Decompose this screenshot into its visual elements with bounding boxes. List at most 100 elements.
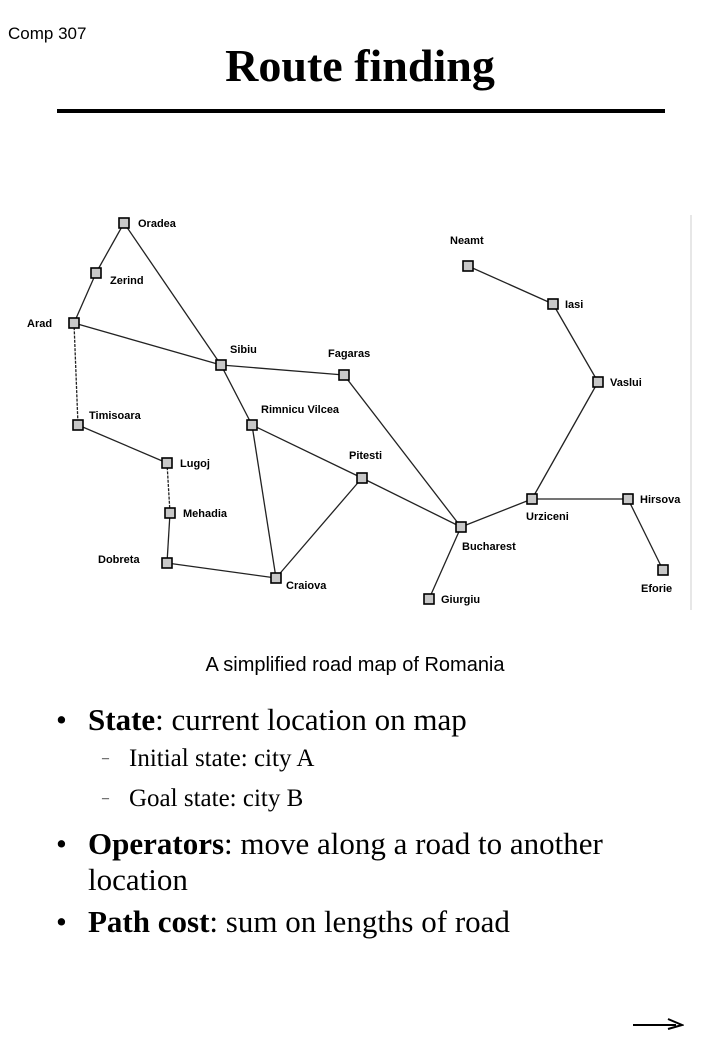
- road-iasi-neamt: [467, 265, 554, 305]
- road-dobreta-craiova: [166, 562, 277, 579]
- city-label-oradea: Oradea: [138, 218, 177, 230]
- road-rimnicu-pitesti: [251, 424, 363, 479]
- city-lugoj: Lugoj: [161, 457, 210, 470]
- road-arad-timisoara: [73, 322, 79, 426]
- city-label-iasi: Iasi: [565, 299, 583, 311]
- sub-bullet-text: Initial state: city A: [129, 745, 315, 772]
- city-fagaras: Fagaras: [328, 348, 370, 381]
- city-label-urziceni: Urziceni: [526, 511, 569, 523]
- city-vaslui: Vaslui: [592, 376, 642, 389]
- road-bucharest-urziceni: [460, 498, 533, 528]
- city-eforie: Eforie: [641, 564, 672, 595]
- sub-bullet-dash: –: [102, 751, 109, 766]
- bullet-list: • State: current location on map – Initi…: [56, 702, 696, 946]
- city-node-zerind: [90, 267, 102, 279]
- cities-layer: OradeaZerindAradTimisoaraLugojMehadiaDob…: [27, 217, 681, 606]
- city-mehadia: Mehadia: [164, 507, 228, 520]
- course-code: Comp 307: [8, 24, 87, 43]
- city-node-mehadia: [164, 507, 176, 519]
- sub-bullet-dash: –: [102, 791, 109, 806]
- city-node-fagaras: [338, 369, 350, 381]
- city-arad: Arad: [27, 317, 80, 330]
- road-arad-sibiu: [73, 322, 222, 366]
- roads-layer: [73, 222, 664, 600]
- city-label-mehadia: Mehadia: [183, 508, 228, 520]
- city-zerind: Zerind: [90, 267, 144, 287]
- road-bucharest-giurgiu: [428, 526, 462, 600]
- road-lugoj-mehadia: [166, 462, 171, 514]
- road-hirsova-eforie: [627, 498, 664, 571]
- city-sibiu: Sibiu: [215, 344, 257, 371]
- city-node-giurgiu: [423, 593, 435, 605]
- city-node-rimnicu: [246, 419, 258, 431]
- bullet-operators: • Operators: move along a road to anothe…: [56, 826, 696, 898]
- next-slide-arrow-icon[interactable]: [632, 1016, 684, 1032]
- road-sibiu-rimnicu: [220, 364, 253, 426]
- romania-road-map: OradeaZerindAradTimisoaraLugojMehadiaDob…: [27, 215, 692, 610]
- city-node-neamt: [462, 260, 474, 272]
- city-label-sibiu: Sibiu: [230, 344, 257, 356]
- city-oradea: Oradea: [118, 217, 177, 230]
- sub-bullet-goal: – Goal state: city B: [56, 784, 696, 814]
- city-pitesti: Pitesti: [349, 450, 382, 484]
- city-node-bucharest: [455, 521, 467, 533]
- title-underline: [57, 109, 665, 113]
- road-sibiu-fagaras: [220, 364, 345, 376]
- city-label-rimnicu: Rimnicu Vilcea: [261, 404, 340, 416]
- city-label-lugoj: Lugoj: [180, 458, 210, 470]
- road-vaslui-iasi: [552, 303, 599, 383]
- city-neamt: Neamt: [450, 235, 484, 272]
- city-node-timisoara: [72, 419, 84, 431]
- road-zerind-arad: [73, 272, 97, 324]
- city-iasi: Iasi: [547, 298, 583, 311]
- city-node-oradea: [118, 217, 130, 229]
- bullet-dot: •: [56, 904, 67, 939]
- city-rimnicu: Rimnicu Vilcea: [246, 404, 340, 431]
- city-node-arad: [68, 317, 80, 329]
- city-label-hirsova: Hirsova: [640, 494, 681, 506]
- city-label-bucharest: Bucharest: [462, 541, 516, 553]
- sub-bullet-initial: – Initial state: city A: [56, 744, 696, 774]
- city-label-giurgiu: Giurgiu: [441, 594, 480, 606]
- city-node-craiova: [270, 572, 282, 584]
- city-label-zerind: Zerind: [110, 275, 144, 287]
- city-dobreta: Dobreta: [98, 554, 173, 569]
- city-label-eforie: Eforie: [641, 583, 672, 595]
- city-timisoara: Timisoara: [72, 410, 142, 431]
- sub-bullet-text: Goal state: city B: [129, 785, 304, 812]
- city-node-sibiu: [215, 359, 227, 371]
- road-fagaras-bucharest: [343, 374, 462, 528]
- city-giurgiu: Giurgiu: [423, 593, 480, 606]
- city-craiova: Craiova: [270, 572, 327, 592]
- city-node-lugoj: [161, 457, 173, 469]
- bullet-text: : sum on lengths of road: [209, 904, 510, 939]
- city-label-dobreta: Dobreta: [98, 554, 140, 566]
- bullet-dot: •: [56, 826, 67, 861]
- city-urziceni: Urziceni: [526, 493, 569, 523]
- city-node-hirsova: [622, 493, 634, 505]
- bullet-dot: •: [56, 702, 67, 737]
- city-label-fagaras: Fagaras: [328, 348, 370, 360]
- bullet-text: : move along a road to another location: [88, 826, 603, 897]
- city-node-urziceni: [526, 493, 538, 505]
- slide-title: Route finding: [225, 40, 495, 91]
- road-pitesti-bucharest: [361, 477, 462, 528]
- city-label-timisoara: Timisoara: [89, 410, 142, 422]
- city-label-pitesti: Pitesti: [349, 450, 382, 462]
- city-label-neamt: Neamt: [450, 235, 484, 247]
- road-craiova-pitesti: [275, 477, 363, 579]
- road-oradea-sibiu: [123, 222, 222, 366]
- road-mehadia-dobreta: [166, 512, 171, 564]
- city-label-craiova: Craiova: [286, 580, 327, 592]
- city-node-iasi: [547, 298, 559, 310]
- city-label-arad: Arad: [27, 318, 52, 330]
- bullet-path-cost: • Path cost: sum on lengths of road: [56, 904, 696, 940]
- road-oradea-zerind: [95, 222, 125, 274]
- city-node-dobreta: [161, 557, 173, 569]
- bullet-term: Operators: [88, 826, 225, 861]
- road-rimnicu-craiova: [251, 424, 277, 579]
- city-node-pitesti: [356, 472, 368, 484]
- city-hirsova: Hirsova: [622, 493, 681, 506]
- city-bucharest: Bucharest: [455, 521, 516, 553]
- city-label-vaslui: Vaslui: [610, 377, 642, 389]
